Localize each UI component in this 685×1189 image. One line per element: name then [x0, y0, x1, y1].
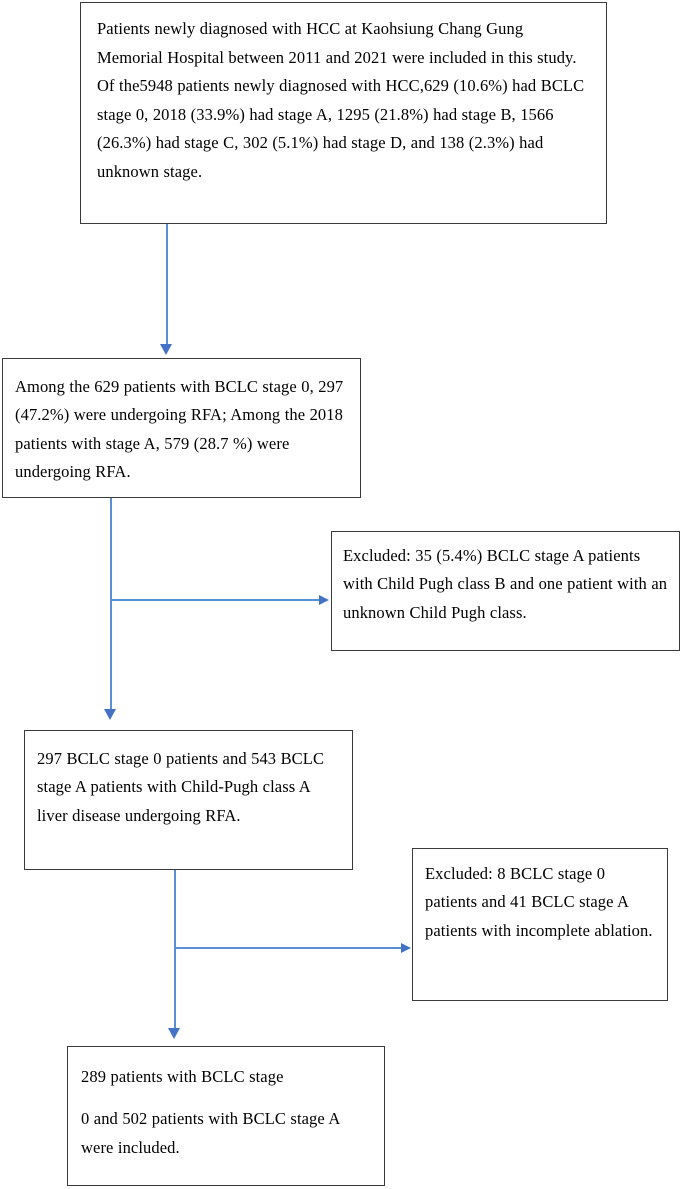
connector-childpugh-to-excluded-ablation-arrowhead-icon [401, 943, 411, 953]
flow-node-rfa-text: Among the 629 patients with BCLC stage 0… [15, 377, 344, 482]
connector-rfa-to-excluded-childpugh-line [110, 599, 320, 601]
connector-cohort-to-rfa-line [166, 224, 168, 346]
connector-childpugh-to-included-arrowhead-icon [168, 1028, 180, 1039]
connector-rfa-to-childpugh-line [110, 498, 112, 711]
connector-cohort-to-rfa-arrowhead-icon [160, 344, 172, 355]
flow-node-cohort: Patients newly diagnosed with HCC at Kao… [80, 2, 607, 224]
flow-node-excluded-ablation: Excluded: 8 BCLC stage 0 patients and 41… [412, 848, 668, 1001]
flow-node-included-line1: 289 patients with BCLC stage [81, 1067, 284, 1086]
flow-node-child-pugh-a: 297 BCLC stage 0 patients and 543 BCLC s… [24, 730, 353, 870]
connector-rfa-to-excluded-childpugh-arrowhead-icon [319, 595, 329, 605]
connector-childpugh-to-excluded-ablation-line [174, 947, 402, 949]
flow-node-rfa: Among the 629 patients with BCLC stage 0… [2, 358, 361, 498]
flow-node-excluded-ablation-text: Excluded: 8 BCLC stage 0 patients and 41… [425, 864, 653, 940]
flow-node-included-spacer [81, 1091, 371, 1105]
flow-node-cohort-text: Patients newly diagnosed with HCC at Kao… [97, 19, 585, 181]
flow-node-child-pugh-a-text: 297 BCLC stage 0 patients and 543 BCLC s… [37, 749, 325, 825]
flow-node-excluded-child-pugh-text: Excluded: 35 (5.4%) BCLC stage A patient… [343, 546, 668, 622]
connector-childpugh-to-included-line [174, 870, 176, 1030]
flow-node-excluded-child-pugh: Excluded: 35 (5.4%) BCLC stage A patient… [331, 531, 680, 651]
connector-rfa-to-childpugh-arrowhead-icon [104, 709, 116, 720]
flow-node-included: 289 patients with BCLC stage 0 and 502 p… [67, 1046, 385, 1186]
flow-node-included-line2: 0 and 502 patients with BCLC stage A wer… [81, 1109, 340, 1157]
